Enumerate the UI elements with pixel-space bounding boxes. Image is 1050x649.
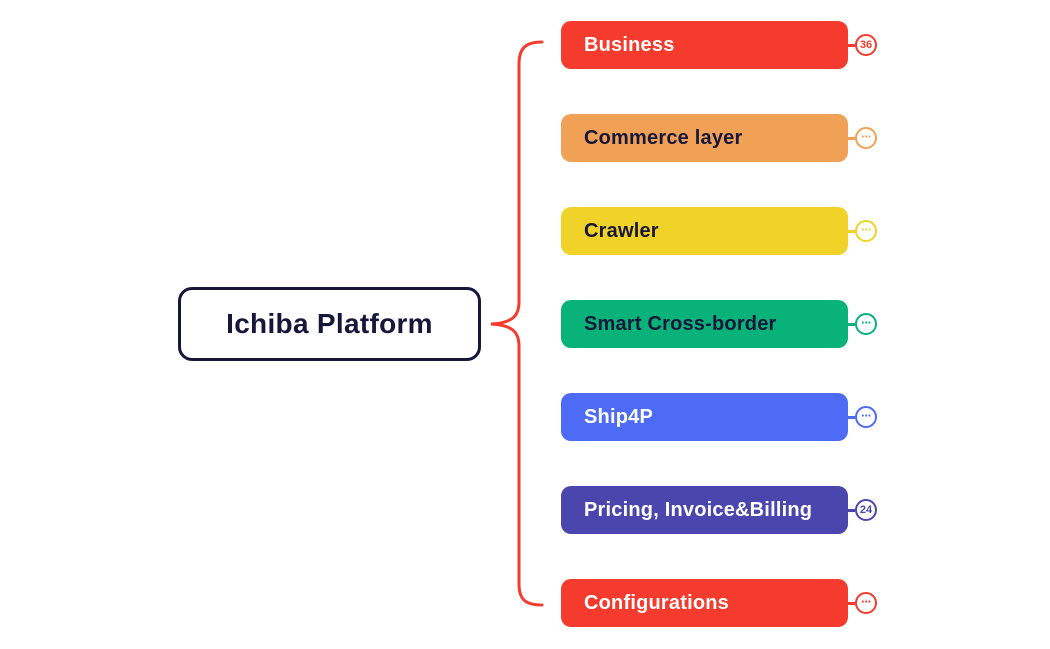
child-count-badge[interactable]: 36 <box>855 34 877 56</box>
root-topic-node[interactable]: Ichiba Platform <box>178 287 481 361</box>
topic-node-crawler[interactable]: Crawler <box>561 207 848 255</box>
badge-connector-line <box>848 322 855 326</box>
badge-connector-line <box>848 415 855 419</box>
topic-label: Crawler <box>584 219 659 242</box>
ellipsis-icon: ··· <box>861 407 872 423</box>
badge-wrap: 36 <box>848 34 877 56</box>
badge-wrap: ··· <box>848 592 877 614</box>
badge-wrap: ··· <box>848 313 877 335</box>
collapsed-indicator-badge[interactable]: ··· <box>855 406 877 428</box>
badge-connector-line <box>848 601 855 605</box>
topic-label: Business <box>584 33 675 56</box>
topic-label: Configurations <box>584 591 730 614</box>
topic-node-business[interactable]: Business <box>561 21 848 69</box>
badge-connector-line <box>848 229 855 233</box>
topic-label: Commerce layer <box>584 126 743 149</box>
badge-connector-line <box>848 136 855 140</box>
topic-label: Pricing, Invoice&Billing <box>584 498 813 521</box>
mindmap-row: Commerce layer ··· <box>561 114 877 162</box>
badge-connector-line <box>848 508 855 512</box>
root-topic-label: Ichiba Platform <box>226 308 433 339</box>
ellipsis-icon: ··· <box>861 593 872 609</box>
mindmap-row: Ship4P ··· <box>561 393 877 441</box>
topic-node-ship4p[interactable]: Ship4P <box>561 393 848 441</box>
ellipsis-icon: ··· <box>861 314 872 330</box>
badge-connector-line <box>848 43 855 47</box>
mindmap-row: Pricing, Invoice&Billing 24 <box>561 486 877 534</box>
mindmap-row: Smart Cross-border ··· <box>561 300 877 348</box>
badge-wrap: 24 <box>848 499 877 521</box>
topic-node-pricing-invoice-billing[interactable]: Pricing, Invoice&Billing <box>561 486 848 534</box>
collapsed-indicator-badge[interactable]: ··· <box>855 127 877 149</box>
topic-label: Smart Cross-border <box>584 312 777 335</box>
mindmap-row: Business 36 <box>561 21 877 69</box>
child-count-badge[interactable]: 24 <box>855 499 877 521</box>
topic-node-configurations[interactable]: Configurations <box>561 579 848 627</box>
mindmap-row: Crawler ··· <box>561 207 877 255</box>
mindmap-row: Configurations ··· <box>561 579 877 627</box>
brace-path <box>490 40 544 607</box>
badge-wrap: ··· <box>848 406 877 428</box>
badge-wrap: ··· <box>848 220 877 242</box>
ellipsis-icon: ··· <box>861 221 872 237</box>
badge-label: 36 <box>859 38 873 51</box>
badge-label: 24 <box>859 503 873 516</box>
topic-label: Ship4P <box>584 405 653 428</box>
collapsed-indicator-badge[interactable]: ··· <box>855 313 877 335</box>
topic-node-smart-cross-border[interactable]: Smart Cross-border <box>561 300 848 348</box>
topic-node-commerce-layer[interactable]: Commerce layer <box>561 114 848 162</box>
collapsed-indicator-badge[interactable]: ··· <box>855 220 877 242</box>
badge-wrap: ··· <box>848 127 877 149</box>
ellipsis-icon: ··· <box>861 128 872 144</box>
collapsed-indicator-badge[interactable]: ··· <box>855 592 877 614</box>
